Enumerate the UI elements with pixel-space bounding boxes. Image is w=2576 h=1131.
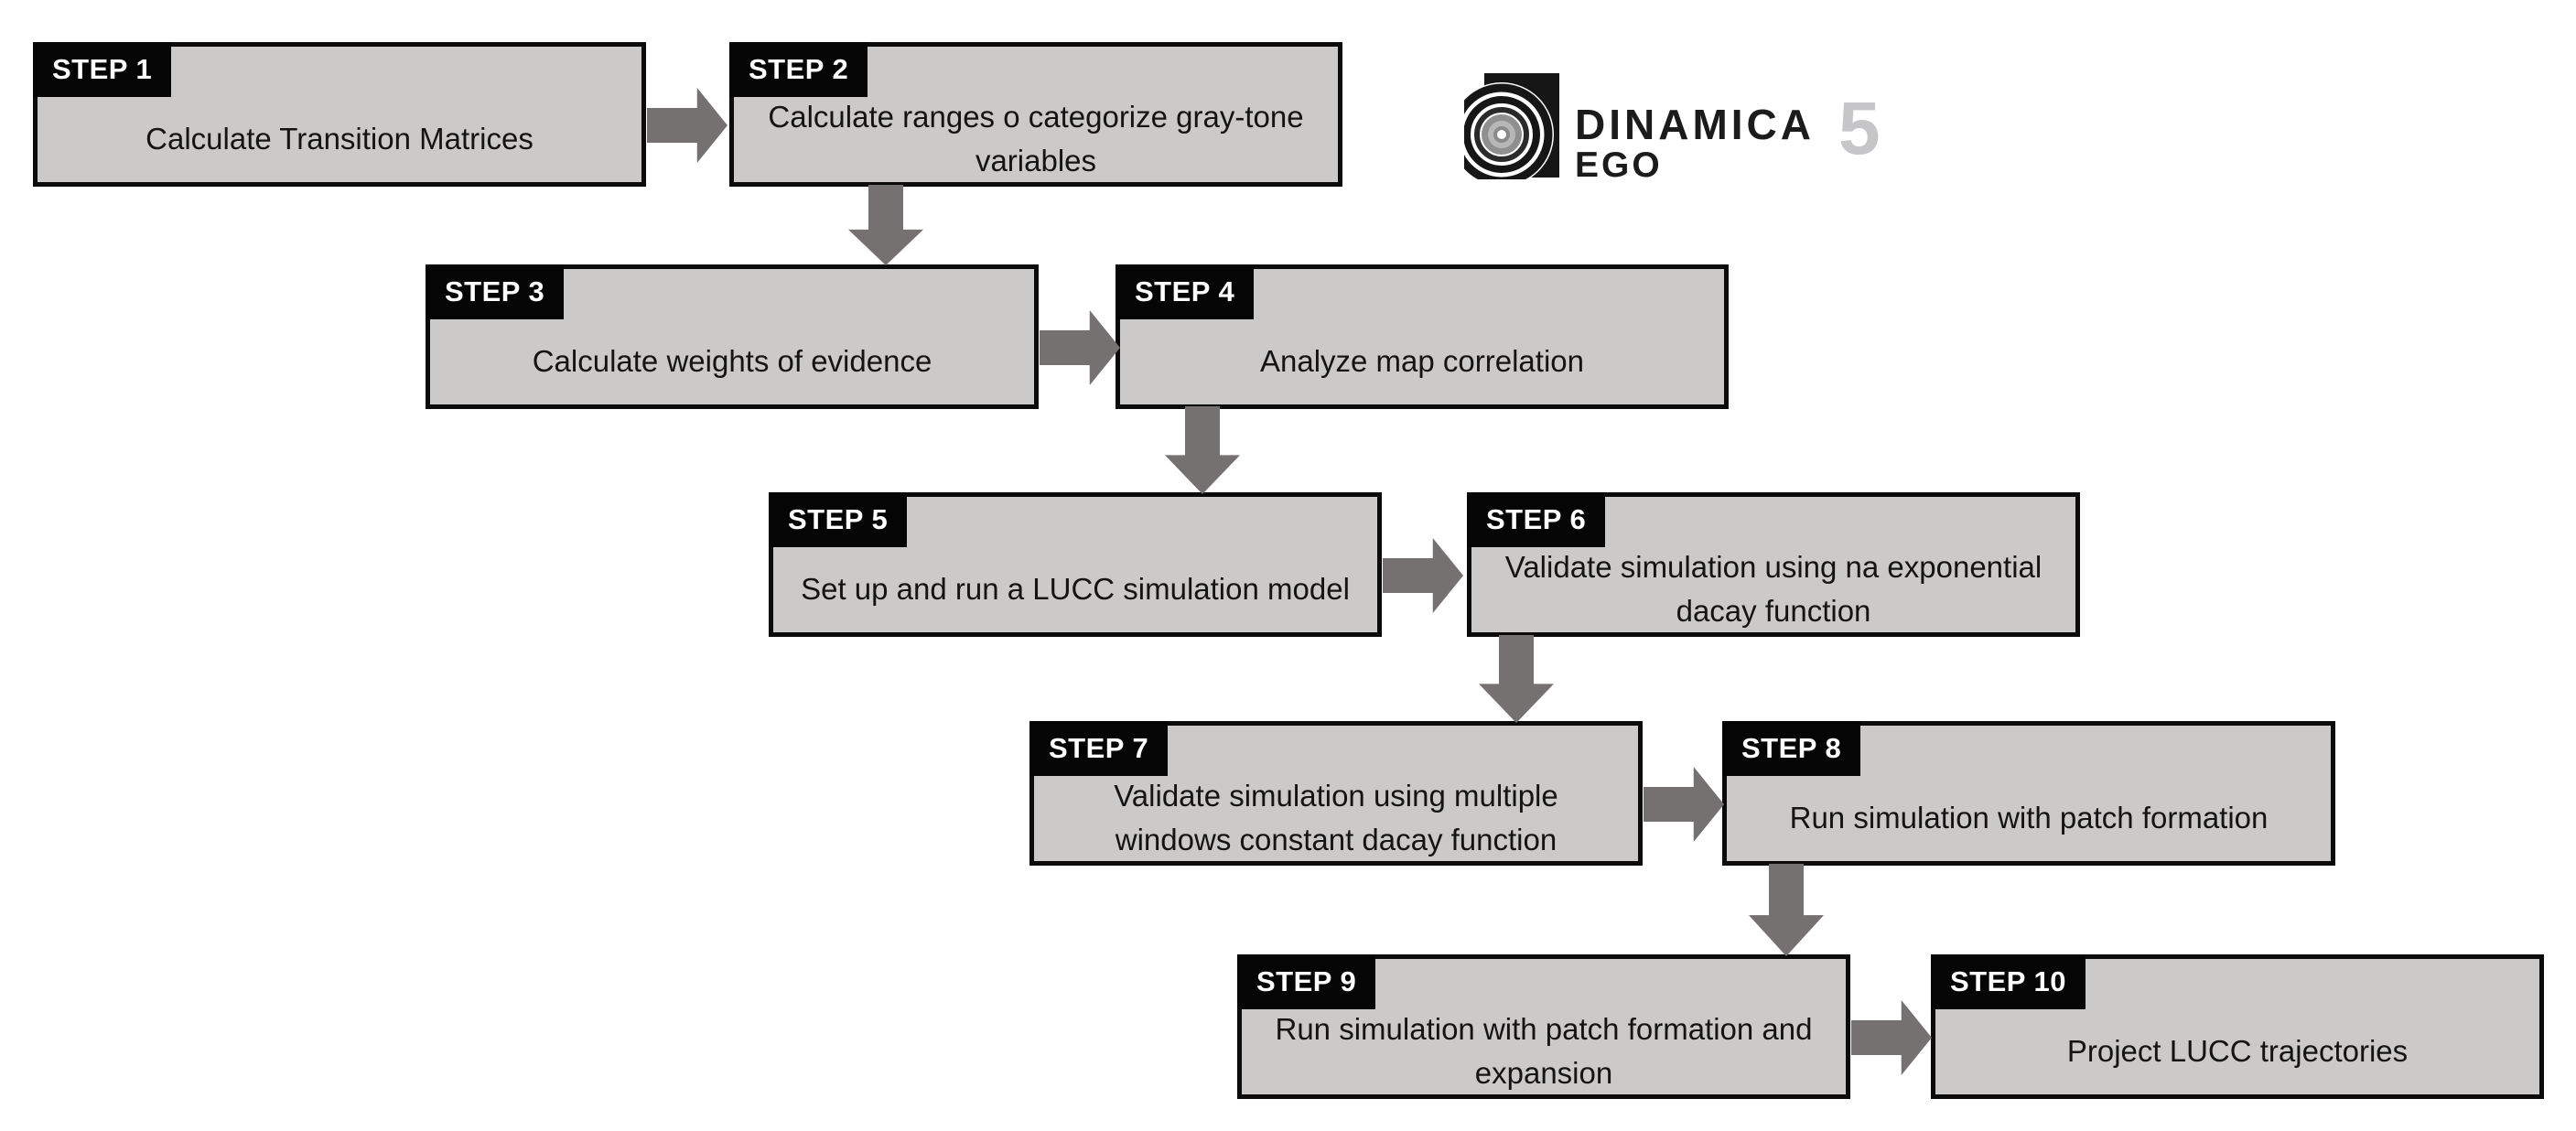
logo-brand-subname: EGO xyxy=(1575,145,1663,185)
step-6-box: STEP 6 Validate simulation using na expo… xyxy=(1467,492,2080,637)
step-6-text: Validate simulation using na exponential… xyxy=(1504,550,2042,628)
arrow-down-icon xyxy=(848,185,923,265)
step-7-text: Validate simulation using multiple windo… xyxy=(1114,779,1558,856)
arrow-right-icon xyxy=(647,88,728,163)
step-8-box: STEP 8 Run simulation with patch formati… xyxy=(1722,721,2335,866)
step-3-text: Calculate weights of evidence xyxy=(532,344,932,378)
arrow-down-icon xyxy=(1749,864,1824,956)
arrow-right-icon xyxy=(1851,1000,1932,1075)
step-5-label: STEP 5 xyxy=(769,492,908,547)
step-9-box: STEP 9 Run simulation with patch formati… xyxy=(1237,954,1850,1099)
step-4-label: STEP 4 xyxy=(1116,264,1255,319)
arrow-right-icon xyxy=(1040,310,1120,385)
step-2-box: STEP 2 Calculate ranges o categorize gra… xyxy=(729,42,1342,187)
logo-version-number: 5 xyxy=(1838,87,1881,170)
step-1-label: STEP 1 xyxy=(33,42,172,97)
step-4-box: STEP 4 Analyze map correlation xyxy=(1116,264,1729,409)
dinamica-ego-logo: DINAMICA EGO 5 xyxy=(1464,71,1881,184)
logo-brand-name: DINAMICA xyxy=(1575,101,1815,148)
step-4-text: Analyze map correlation xyxy=(1259,344,1584,378)
step-5-text: Set up and run a LUCC simulation model xyxy=(801,572,1350,606)
step-2-text: Calculate ranges o categorize gray-tone … xyxy=(768,100,1304,178)
step-3-label: STEP 3 xyxy=(426,264,565,319)
spiral-rings-icon xyxy=(1464,73,1559,179)
arrow-down-icon xyxy=(1165,406,1240,494)
arrow-right-icon xyxy=(1644,767,1724,842)
step-3-box: STEP 3 Calculate weights of evidence xyxy=(426,264,1039,409)
step-2-label: STEP 2 xyxy=(729,42,868,97)
step-6-label: STEP 6 xyxy=(1467,492,1606,547)
step-9-label: STEP 9 xyxy=(1237,954,1376,1009)
step-8-text: Run simulation with patch formation xyxy=(1789,801,2269,835)
step-8-label: STEP 8 xyxy=(1722,721,1861,776)
step-7-box: STEP 7 Validate simulation using multipl… xyxy=(1029,721,1643,866)
step-1-box: STEP 1 Calculate Transition Matrices xyxy=(33,42,646,187)
arrow-right-icon xyxy=(1383,538,1463,613)
step-7-label: STEP 7 xyxy=(1029,721,1169,776)
arrow-down-icon xyxy=(1479,635,1554,723)
step-10-text: Project LUCC trajectories xyxy=(2066,1034,2409,1068)
step-1-text: Calculate Transition Matrices xyxy=(146,122,534,156)
step-10-label: STEP 10 xyxy=(1931,954,2086,1009)
step-10-box: STEP 10 Project LUCC trajectories xyxy=(1931,954,2544,1099)
step-9-text: Run simulation with patch formation and … xyxy=(1275,1012,1813,1090)
step-5-box: STEP 5 Set up and run a LUCC simulation … xyxy=(769,492,1382,637)
